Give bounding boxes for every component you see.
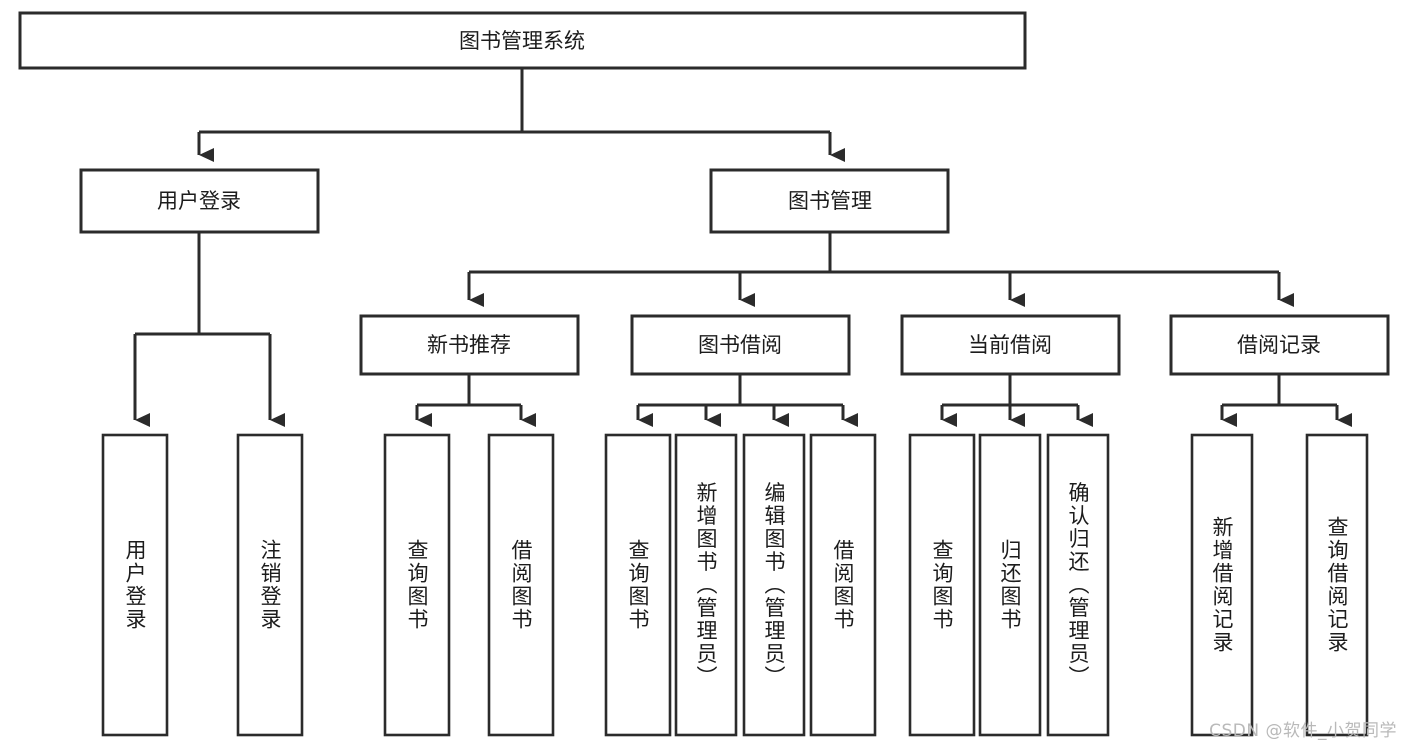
node-label: 注销登录 (258, 539, 282, 631)
leaf-borrow-record-add-record[interactable]: 新增借阅记录 (1190, 433, 1254, 737)
node-label: 借阅图书 (831, 539, 855, 631)
node-box (1169, 314, 1390, 376)
leaf-current-borrow-query-book[interactable]: 查询图书 (908, 433, 976, 737)
node-borrow-record[interactable]: 借阅记录 (1169, 314, 1390, 376)
node-box (809, 433, 877, 737)
connector-current-borrow-to-leaves (940, 374, 1093, 427)
node-box (383, 433, 451, 737)
connector-layer (133, 68, 1352, 427)
node-label: 图书管理 (788, 189, 872, 213)
node-label: 图书管理系统 (459, 29, 585, 53)
node-root-system[interactable]: 图书管理系统 (18, 11, 1027, 70)
node-label: 借阅记录 (1237, 333, 1321, 357)
node-box (709, 168, 950, 234)
node-label: 查询图书 (626, 539, 650, 631)
node-box (18, 11, 1027, 70)
node-new-book-recommend[interactable]: 新书推荐 (359, 314, 580, 376)
node-label: 查询借阅记录 (1325, 516, 1349, 654)
leaf-new-book-borrow-book[interactable]: 借阅图书 (487, 433, 555, 737)
node-label: 图书借阅 (698, 333, 782, 357)
node-label: 新增借阅记录 (1210, 516, 1234, 654)
node-box (978, 433, 1042, 737)
connector-user-login-to-leaves (133, 232, 285, 427)
connector-new-book-to-leaves (415, 374, 536, 427)
leaf-user-login-signout[interactable]: 注销登录 (236, 433, 304, 737)
node-label: 归还图书 (998, 539, 1022, 631)
leaf-user-login-signin[interactable]: 用户登录 (101, 433, 169, 737)
node-box (1305, 433, 1369, 737)
leaf-book-borrow-edit-book-admin[interactable]: 编辑图书（管理员） (742, 433, 806, 737)
node-label: 编辑图书（管理员） (762, 482, 786, 689)
node-label: 新增图书（管理员） (694, 482, 718, 689)
node-box (674, 433, 738, 737)
leaf-book-borrow-borrow-book[interactable]: 借阅图书 (809, 433, 877, 737)
node-box (900, 314, 1121, 376)
node-label: 当前借阅 (968, 333, 1052, 357)
connector-borrow-record-to-leaves (1220, 374, 1352, 427)
node-label: 查询图书 (405, 539, 429, 631)
node-user-login[interactable]: 用户登录 (79, 168, 320, 234)
node-label: 用户登录 (123, 539, 147, 631)
leaf-new-book-query-book[interactable]: 查询图书 (383, 433, 451, 737)
connector-book-borrow-to-leaves (636, 374, 858, 427)
node-current-borrow[interactable]: 当前借阅 (900, 314, 1121, 376)
node-box (101, 433, 169, 737)
node-box (79, 168, 320, 234)
node-book-management[interactable]: 图书管理 (709, 168, 950, 234)
node-label: 用户登录 (157, 189, 241, 213)
node-box (630, 314, 851, 376)
node-label: 查询图书 (930, 539, 954, 631)
node-box (908, 433, 976, 737)
node-label: 确认归还（管理员） (1066, 482, 1090, 689)
connector-root-to-level2 (197, 68, 845, 162)
node-box (1190, 433, 1254, 737)
leaf-current-borrow-return-book[interactable]: 归还图书 (978, 433, 1042, 737)
node-box (742, 433, 806, 737)
node-box (359, 314, 580, 376)
connector-book-mgmt-to-level3 (467, 232, 1294, 307)
node-box (1046, 433, 1110, 737)
node-label: 新书推荐 (427, 333, 511, 357)
node-box (487, 433, 555, 737)
leaf-current-borrow-confirm-return-admin[interactable]: 确认归还（管理员） (1046, 433, 1110, 737)
node-label: 借阅图书 (509, 539, 533, 631)
leaf-book-borrow-add-book-admin[interactable]: 新增图书（管理员） (674, 433, 738, 737)
node-box (236, 433, 304, 737)
node-book-borrow[interactable]: 图书借阅 (630, 314, 851, 376)
leaf-borrow-record-query-record[interactable]: 查询借阅记录 (1305, 433, 1369, 737)
node-box (604, 433, 672, 737)
leaf-book-borrow-query-book[interactable]: 查询图书 (604, 433, 672, 737)
